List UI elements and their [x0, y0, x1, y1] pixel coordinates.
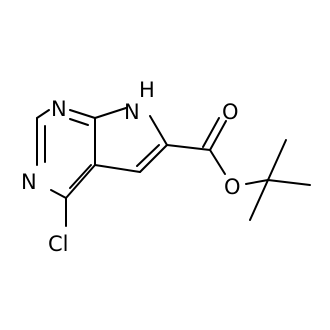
bond-ctert-me1: [267, 179, 311, 186]
bond-n1-c7a: [69, 109, 96, 119]
atom-o-carbonyl-label: O: [222, 100, 239, 124]
atom-n7-h-label: H: [139, 78, 155, 102]
atom-n1-label: N: [51, 97, 67, 121]
atom-n7-label: N: [124, 100, 140, 124]
bond-c4-c4a-double: [69, 164, 92, 189]
bond-carbonyl-oester: [209, 149, 226, 175]
bond-c2-n1: [36, 109, 50, 119]
bond-c6-c5: [139, 144, 168, 173]
bond-c6-c5-double: [136, 144, 160, 167]
bond-carbonyl-o-double: [202, 117, 220, 148]
bond-oester-ctert: [245, 179, 269, 185]
bond-c6-carbonyl: [166, 144, 211, 151]
bond-ctert-me3: [249, 179, 269, 221]
atom-o-ester-label: O: [224, 175, 241, 199]
atom-n3-label: N: [21, 170, 37, 194]
bond-ctert-me2: [267, 139, 287, 181]
bond-n3-c4: [50, 189, 67, 199]
bond-c4-c4a: [65, 164, 96, 199]
bond-carbonyl-o: [209, 120, 227, 151]
bond-c7a-n7: [94, 107, 127, 119]
atom-cl-label: Cl: [48, 232, 69, 256]
bond-c7a-n1-double: [69, 118, 89, 126]
bond-n7-c6: [149, 115, 168, 146]
bond-c5-c4a: [94, 164, 141, 173]
